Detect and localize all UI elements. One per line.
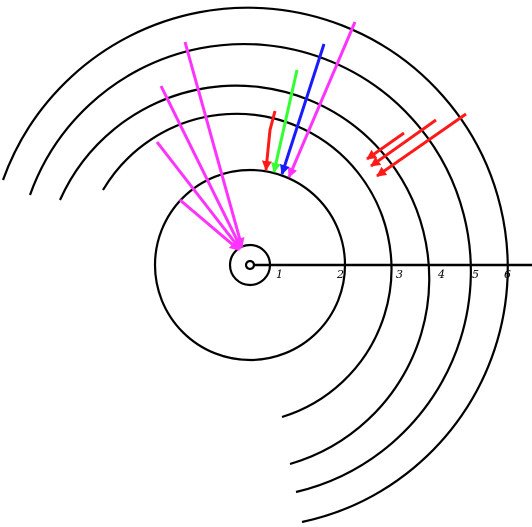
- red-transitions: [261, 110, 467, 178]
- transition-arrow: [155, 141, 242, 250]
- transition-arrow: [179, 198, 240, 252]
- transition-arrow: [370, 118, 437, 168]
- axis-label-3: 3: [396, 268, 403, 281]
- axis-label-1: 1: [276, 268, 283, 281]
- axis-label-6: 6: [504, 268, 511, 281]
- orbit-n4: [58, 84, 431, 466]
- orbit-n3: [102, 112, 393, 419]
- transition-arrow-blue: [280, 43, 326, 175]
- nucleus: [244, 259, 256, 271]
- transition-arrow: [183, 41, 245, 248]
- axis-label-2: 2: [336, 268, 344, 281]
- axis-label-5: 5: [472, 268, 479, 281]
- axis-label-4: 4: [437, 268, 445, 281]
- transition-arrow-green: [271, 69, 299, 173]
- transition-arrow: [159, 85, 243, 249]
- orbit-n5: [28, 42, 472, 494]
- magenta-transitions: [155, 21, 357, 252]
- transition-arrow: [287, 21, 357, 178]
- transition-arrow: [366, 131, 405, 161]
- transition-arrow: [376, 112, 467, 178]
- orbit-n6: [1, 6, 509, 524]
- transition-arrow: [261, 110, 277, 171]
